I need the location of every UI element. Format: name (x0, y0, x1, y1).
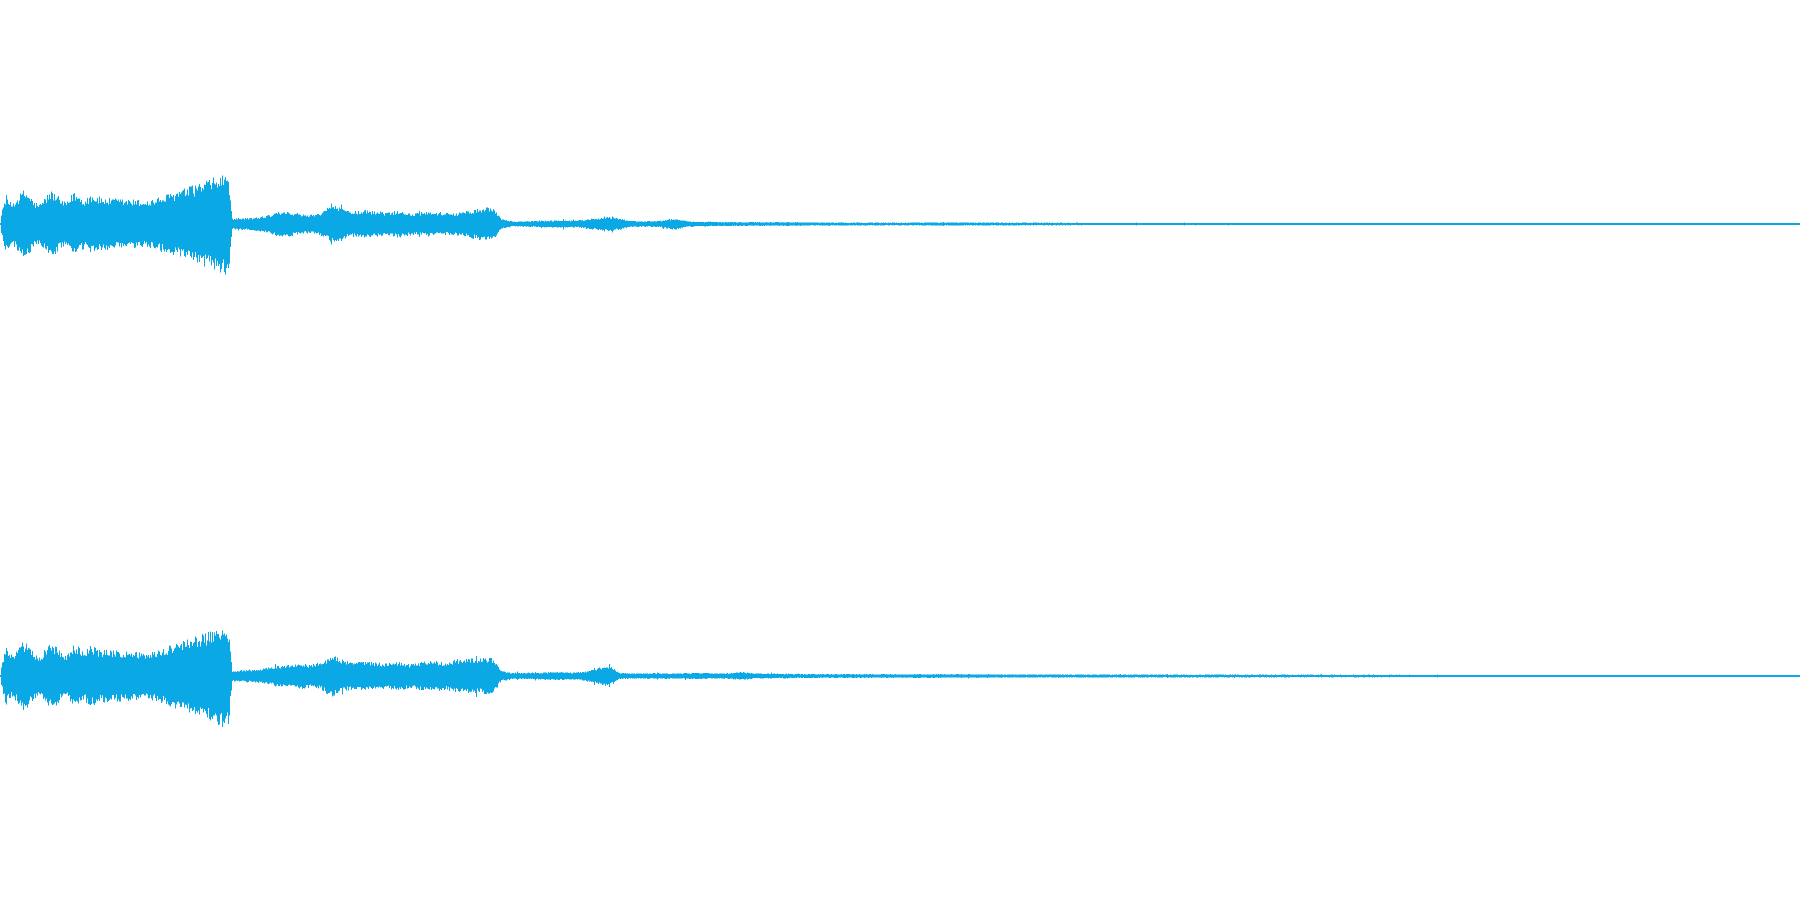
channel-2-waveform (0, 630, 1800, 727)
channel-1-amplitude (0, 175, 1800, 275)
channel-1-waveform (0, 175, 1800, 275)
channel-2-amplitude (0, 630, 1800, 727)
